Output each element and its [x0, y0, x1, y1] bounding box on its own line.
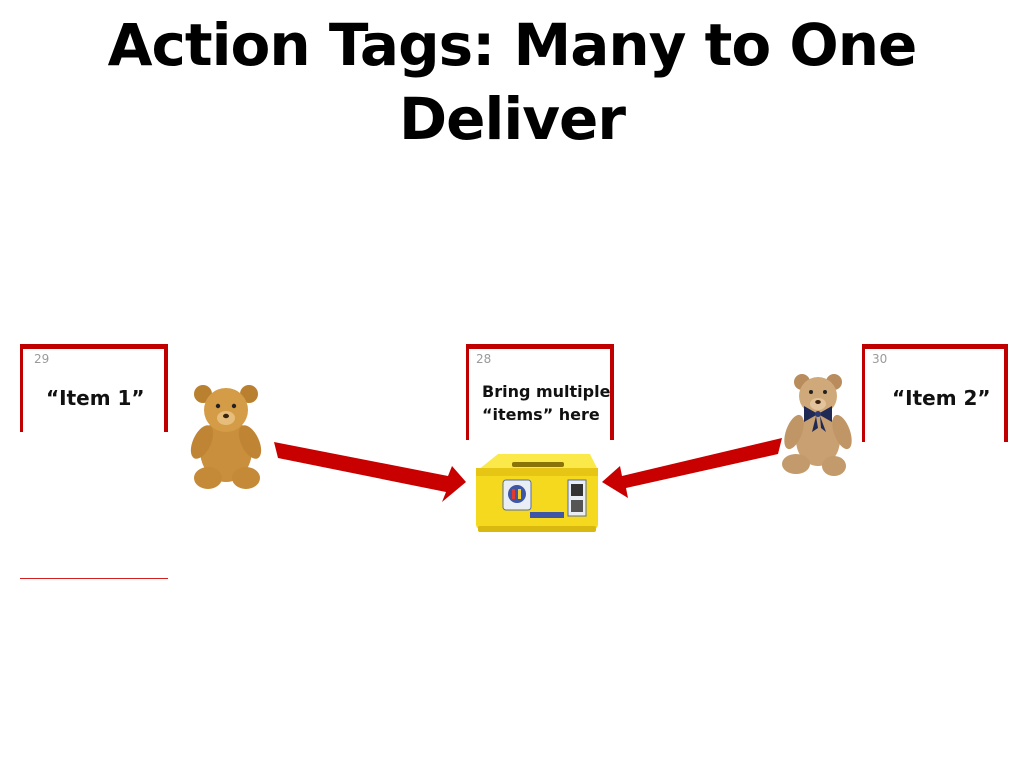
tag-card-item-2: 30 “Item 2” — [862, 344, 1008, 442]
card-top-border — [862, 344, 1008, 349]
slide-title: Action Tags: Many to One Deliver — [0, 8, 1024, 156]
teddy-bear-icon — [190, 385, 262, 489]
card-right-border — [164, 344, 168, 432]
divider-line — [20, 578, 168, 579]
card-top-border — [466, 344, 614, 349]
slide-title-line-2: Deliver — [399, 85, 626, 153]
tag-label-line-1: Bring multiple — [482, 382, 611, 401]
teddy-bear-with-bow-icon — [782, 374, 852, 476]
slide-title-line-1: Action Tags: Many to One — [107, 11, 918, 79]
card-right-border — [1004, 344, 1008, 442]
tag-label: Bring multiple “items” here — [482, 380, 610, 426]
red-arrow-icon — [274, 442, 466, 502]
card-right-border — [610, 344, 614, 440]
tag-number: 30 — [872, 352, 888, 366]
card-left-border — [20, 344, 23, 432]
card-left-border — [466, 344, 469, 440]
tag-number: 29 — [34, 352, 50, 366]
tag-label-line-2: “items” here — [482, 405, 600, 424]
tag-label: “Item 2” — [892, 386, 991, 410]
tag-card-delivery: 28 Bring multiple “items” here — [466, 344, 614, 440]
tag-card-item-1: 29 “Item 1” — [20, 344, 168, 432]
tag-label: “Item 1” — [46, 386, 145, 410]
yellow-collection-box-icon — [476, 454, 598, 532]
card-top-border — [20, 344, 168, 349]
tag-number: 28 — [476, 352, 492, 366]
card-left-border — [862, 344, 865, 442]
red-arrow-icon — [602, 438, 782, 498]
